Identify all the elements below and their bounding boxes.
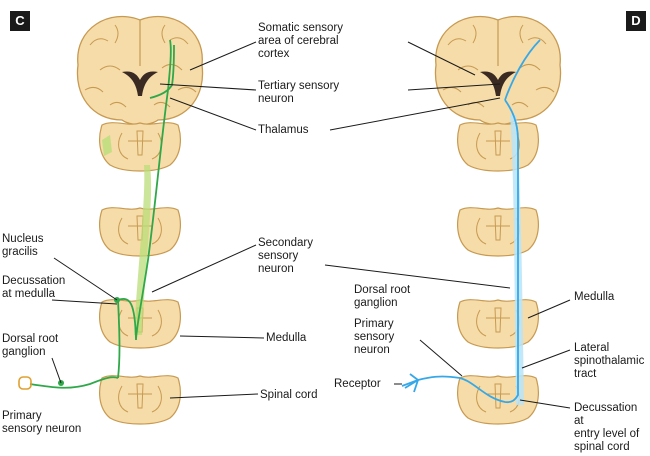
brain-section-d [434, 15, 562, 126]
spinal-cord-section-c [99, 375, 181, 425]
label-receptor: Receptor [334, 378, 381, 390]
upper-medulla-section-c [99, 122, 181, 172]
label-medulla-d: Medulla [574, 291, 615, 303]
panel-d-badge: D [626, 11, 646, 31]
spinothalamic-tract [510, 115, 524, 405]
label-dorsal-root-ganglion-d: Dorsal root ganglion [354, 284, 411, 309]
blue-pathway [401, 39, 541, 404]
upper-medulla-section-d [457, 122, 539, 172]
brain-section-c [76, 15, 204, 126]
label-decussation-entry-level: Decussation at entry level of spinal cor… [574, 402, 640, 453]
label-tertiary-sensory-neuron: Tertiary sensory neuron [258, 80, 340, 105]
nucleus-gracilis-tract [102, 135, 112, 156]
leader-lines [51, 41, 571, 409]
label-decussation-medulla: Decussation at medulla [2, 275, 66, 300]
medulla-section-d [457, 299, 539, 349]
label-spinal-cord: Spinal cord [260, 389, 318, 401]
panel-c-badge: C [10, 11, 30, 31]
receptor-c-shape [18, 376, 32, 390]
label-lateral-spinothalamic-tract: Lateral spinothalamic tract [574, 342, 645, 380]
label-nucleus-gracilis: Nucleus gracilis [2, 233, 44, 258]
label-primary-sensory-neuron-d: Primary sensory neuron [354, 318, 395, 356]
label-primary-sensory-neuron-c: Primary sensory neuron [2, 410, 82, 435]
label-thalamus: Thalamus [258, 124, 309, 136]
label-somatic-sensory-area: Somatic sensory area of cerebral cortex [258, 22, 344, 60]
mid-medulla-section-c [99, 207, 181, 257]
label-medulla-center: Medulla [266, 332, 307, 344]
label-secondary-sensory-neuron: Secondary sensory neuron [258, 237, 313, 275]
mid-medulla-section-d [457, 207, 539, 257]
dorsal-column-tract [134, 165, 152, 335]
label-dorsal-root-ganglion-c: Dorsal root ganglion [2, 333, 59, 358]
